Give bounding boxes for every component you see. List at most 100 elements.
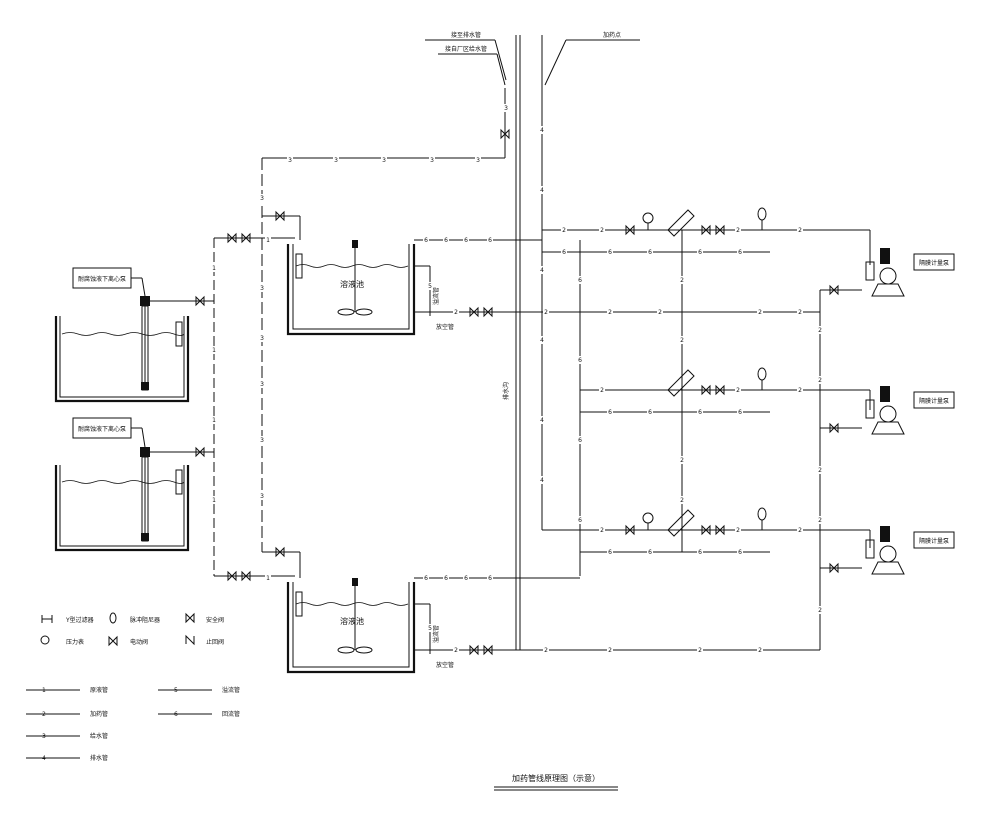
pipe-number-label: 2: [736, 227, 740, 234]
pipe-number-gap: [737, 408, 743, 416]
pipe-number-label: 4: [540, 477, 544, 484]
pipe-number-gap: [453, 646, 459, 654]
submersible-pump-lower: [140, 447, 214, 542]
valve-icon: [715, 524, 725, 536]
pipe-number-gap: [647, 548, 653, 556]
legend: Y型过滤器 脉冲阻尼器 安全阀 压力表 电动阀 止回阀 1 原液管 5 溢流管 …: [26, 612, 240, 762]
valve-icon: [829, 562, 839, 574]
inline-equipment: [195, 128, 839, 656]
pipe-number-gap: [657, 308, 663, 316]
dosing-trunk: [541, 35, 581, 576]
legend-line-2: 2 加药管: [26, 710, 108, 718]
pipe-number-label: 6: [648, 249, 652, 256]
drawing-title-block: 加药管线原理图（示意）: [494, 773, 618, 791]
pipe-number-label: 6: [608, 549, 612, 556]
pipe-number-label: 4: [540, 127, 544, 134]
water-supply-main: [261, 88, 506, 578]
pipe-number-gap: [757, 646, 763, 654]
pipe-number-gap: [697, 248, 703, 256]
pipe-number-gap: [599, 526, 605, 534]
overflow-label-upper: 溢流管: [432, 287, 440, 305]
dissolving-tank-lower: 溶液池 溢流管 放空管: [286, 578, 454, 674]
pipe-number-gap: [797, 526, 803, 534]
pipe-number-label: 2: [544, 309, 548, 316]
pipe-number-label: 5: [428, 625, 432, 632]
legend-line-3: 3 给水管: [26, 732, 108, 740]
valve-icon: [829, 284, 839, 296]
pipe-number-label: 3: [260, 285, 264, 292]
valve-icon: [625, 224, 635, 236]
pipe-number-label: 2: [680, 337, 684, 344]
pipe-number-label: 2: [658, 309, 662, 316]
pipe-number-label: 6: [464, 237, 468, 244]
pipe-number-gap: [265, 574, 271, 582]
pipe-number-gap: [503, 104, 509, 112]
pipe-number-label: 5: [428, 283, 432, 290]
pipe-number-gap: [679, 456, 685, 464]
pipe-number-label: 2: [698, 647, 702, 654]
pipe-number-gap: [817, 376, 823, 384]
solenoid-valve-icon: [108, 635, 118, 647]
pipe-number-gap: [381, 156, 387, 164]
valve-icon: [701, 524, 711, 536]
dosing-point-label: 加药点: [603, 31, 621, 39]
pipe-number-label: 2: [608, 647, 612, 654]
pipe-number-gap: [817, 606, 823, 614]
pipe-number-gap: [539, 476, 545, 484]
pipe-number-label: 2: [736, 527, 740, 534]
pipe-number-gap: [539, 126, 545, 134]
valve-icon: [483, 644, 493, 656]
valve-icon: [715, 384, 725, 396]
pipe-number-label: 2: [818, 377, 822, 384]
pipe-number-gap: [737, 548, 743, 556]
pipe-number-label: 2: [562, 227, 566, 234]
pipe-number-gap: [577, 356, 583, 364]
pipe-number-label: 6: [578, 437, 582, 444]
pipe-number-label: 2: [798, 227, 802, 234]
valve-icon: [469, 644, 479, 656]
pipe-number-label: 2: [544, 647, 548, 654]
pipe-number-label: 3: [260, 195, 264, 202]
valve-icon: [275, 546, 285, 558]
pipe-number-label: 6: [738, 409, 742, 416]
pipe-number-label: 2: [680, 277, 684, 284]
drawing-title: 加药管线原理图（示意）: [512, 773, 600, 783]
pipe-number-gap: [211, 496, 217, 504]
pipe-number-gap: [735, 526, 741, 534]
pipe-number-label: 6: [464, 575, 468, 582]
pipe-number-label: 3: [382, 157, 386, 164]
pulsation-damper-icon: [109, 612, 117, 624]
pipe-number-gap: [265, 236, 271, 244]
pipe-number-label: 2: [454, 309, 458, 316]
pipe-number-label: 2: [798, 387, 802, 394]
pipe-number-label: 6: [608, 249, 612, 256]
pipe-number-label: 2: [758, 309, 762, 316]
pipe-number-label: 6: [698, 409, 702, 416]
pipe-number-gap: [561, 226, 567, 234]
pulsation-damper-icon: [757, 367, 767, 390]
legend-symbol-label-2: 脉冲阻尼器: [130, 616, 160, 624]
pipe-number-label: 2: [600, 527, 604, 534]
pressure-gauge-icon: [642, 212, 654, 230]
pipe-number-gap: [679, 336, 685, 344]
valve-icon: [241, 570, 251, 582]
reuse-water-label: 接至排水管: [451, 31, 481, 39]
pipe-number-label: 6: [648, 409, 652, 416]
pipe-number-gap: [427, 624, 433, 632]
pipe-number-label: 3: [334, 157, 338, 164]
pipe-number-gap: [539, 266, 545, 274]
legend-line-5: 5 溢流管: [158, 686, 240, 694]
pipe-number-label: 6: [444, 575, 448, 582]
pipe-number-label: 6: [698, 249, 702, 256]
pipe-number-label: 2: [600, 227, 604, 234]
pipe-number-gap: [735, 386, 741, 394]
pipe-number-label: 3: [260, 335, 264, 342]
pipe-number-label: 3: [260, 381, 264, 388]
legend-line-6: 6 回流管: [158, 710, 240, 718]
pump-label-lower: 耐腐蚀液下离心泵: [78, 425, 126, 433]
pump-label-upper: 耐腐蚀液下离心泵: [78, 275, 126, 283]
pipe-number-gap: [757, 308, 763, 316]
pipe-number-gap: [463, 574, 469, 582]
